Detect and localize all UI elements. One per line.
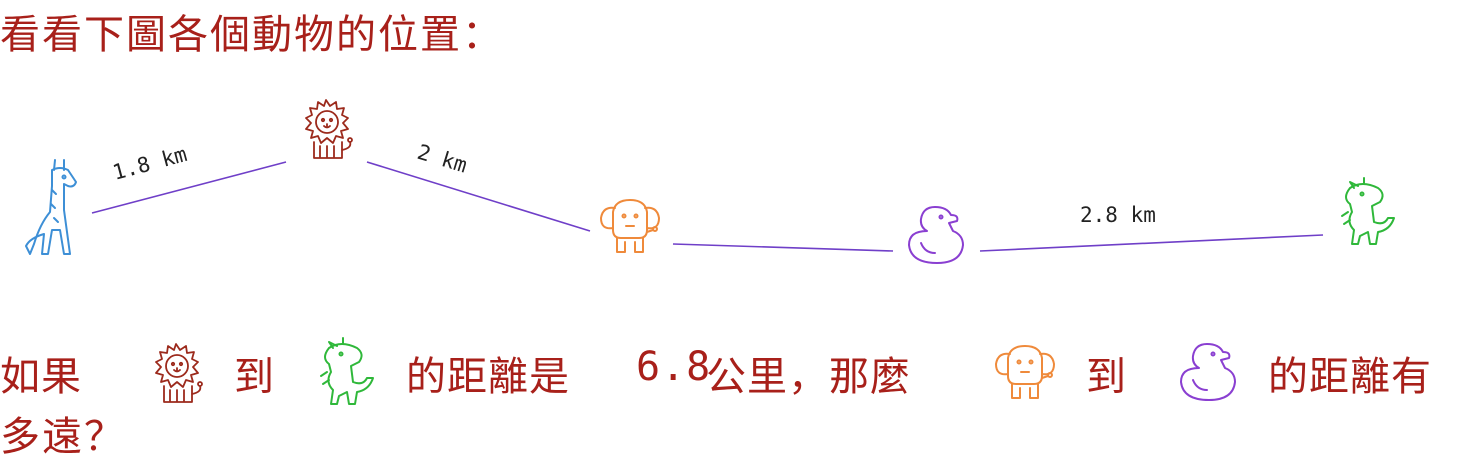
lion-icon [155, 343, 203, 403]
lion-icon [305, 99, 353, 159]
elephant-icon-glyph [995, 345, 1055, 399]
question-part-km-then: 公里，那麼 [706, 354, 911, 400]
duck-icon-glyph [1180, 343, 1236, 401]
question-part-to: 到 [234, 354, 275, 400]
lion-icon-glyph [155, 343, 203, 403]
question-part-distance-has: 的距離有 [1268, 354, 1432, 400]
duck-icon [1180, 343, 1236, 401]
dinosaur-icon-glyph [320, 337, 374, 405]
dinosaur-icon [1341, 177, 1395, 245]
edge-duck-dinosaur [979, 234, 1324, 252]
question-part-distance-is: 的距離是 [406, 354, 570, 400]
question-number: 6.8 [636, 344, 712, 390]
question-part-if: 如果 [0, 354, 82, 400]
distance-label-giraffe-lion: 1.8 km [110, 142, 189, 185]
elephant-icon [600, 199, 660, 253]
distance-label-lion-elephant: 2 km [415, 140, 470, 178]
question-text: 如果 到 的距離是 6.8 公里，那麼 到 的距離有 多遠？ [0, 332, 1466, 460]
dinosaur-icon [320, 337, 374, 405]
question-title: 看看下圖各個動物的位置： [0, 12, 504, 58]
edge-elephant-duck [672, 243, 894, 252]
question-part-to-2: 到 [1086, 354, 1127, 400]
giraffe-icon [25, 159, 77, 255]
question-part-how-far: 多遠？ [0, 414, 126, 460]
edge-lion-elephant [366, 161, 591, 232]
elephant-icon [995, 345, 1055, 399]
duck-icon [908, 206, 964, 264]
distance-label-duck-dinosaur: 2.8 km [1080, 203, 1156, 227]
edge-giraffe-lion [91, 161, 287, 214]
animal-map-diagram: 1.8 km 2 km 2.8 km [25, 99, 1395, 264]
